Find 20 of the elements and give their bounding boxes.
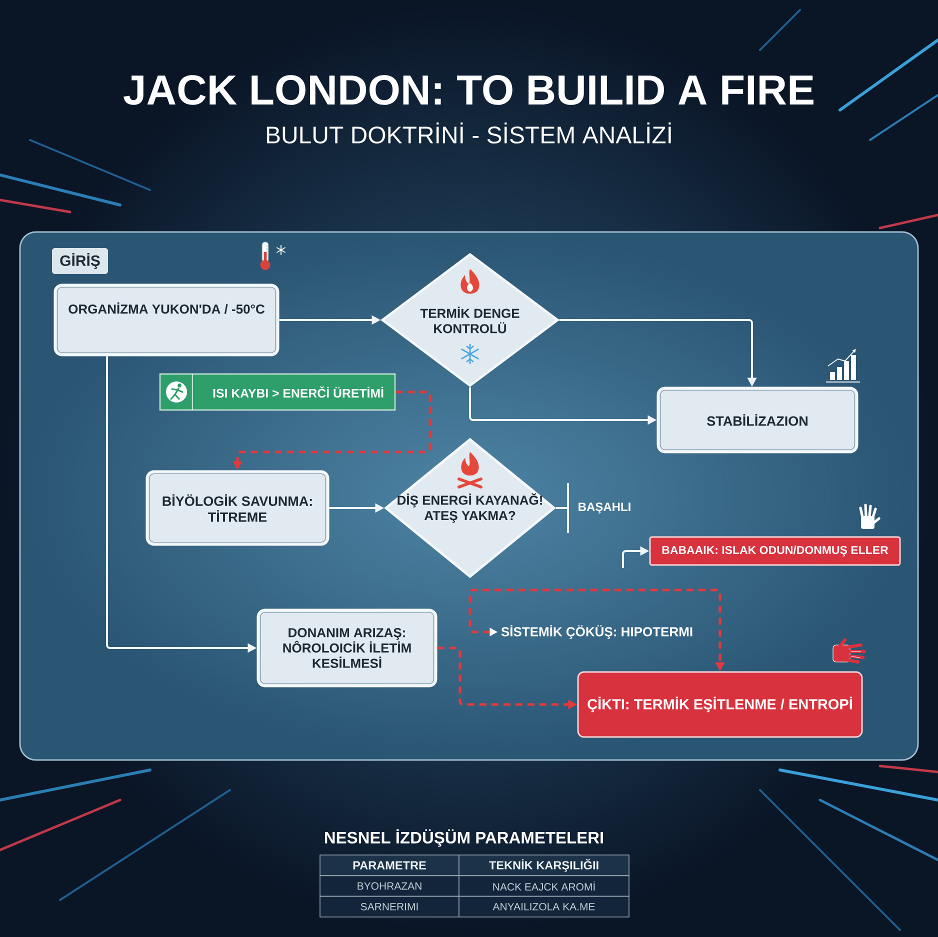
table-cell: NACK EAJCK AROMİ (458, 875, 630, 897)
process-box: DONANIM ARIZAŞ: NÔROLOICİK İLETİM KESİLMESİ (256, 608, 438, 688)
connector-line (556, 507, 568, 509)
table-title: NESNEL İZDÜŞÜM PARAMETELERI (325, 829, 603, 847)
section-tag: GİRİŞ (52, 248, 108, 274)
subtitle: BULUT DOKTRİNİ - SİSTEM ANALİZİ (266, 122, 671, 144)
table-header: PARAMETRE (320, 854, 460, 876)
process-box: ORGANİZMA YUKON'DA / -50°C (54, 284, 280, 356)
warning-banner: BABAAIK: ISLAK ODUN/DONMUŞ ELLER (649, 536, 901, 566)
title: JACK LONDON: TO BUILID A FIRE (124, 75, 814, 105)
table-cell: ANYAILIZOLA KA.ME (458, 896, 630, 918)
branch-label: BAŞAHLI (578, 502, 630, 514)
output-box: ÇİKTI: TERMİK EŞİTLENME / ENTROPİ (577, 671, 863, 738)
process-box: STABİLİZAZION (656, 386, 858, 454)
note-banner: ISI KAYBI > ENERČİ ÜRETİMİ (159, 372, 396, 412)
flow-label: SİSTEMİK ÇÖKÜŞ: HIPOTERMI (501, 625, 692, 639)
process-box: BİYÖLOGİK SAVUNMA: TİTREME (146, 470, 330, 546)
table-cell: BYOHRAZAN (320, 875, 460, 897)
table-header: TEKNİK KARŞILIĞII (458, 854, 630, 876)
table-cell: SARNERIMI (320, 896, 460, 918)
